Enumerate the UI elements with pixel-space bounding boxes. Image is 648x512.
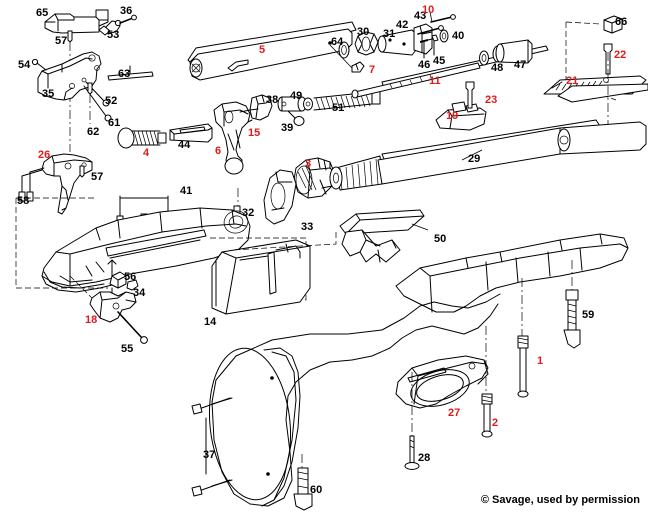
part-callout-61: 61 [108,117,121,129]
part-callout-34: 34 [133,287,146,299]
part-callout-51: 51 [332,102,345,114]
part-callout-42: 42 [396,19,409,31]
part-callout-49: 49 [290,90,303,102]
group-barrel-29 [293,119,647,199]
part-callout-28: 28 [418,452,431,464]
part-callout-21: 21 [566,75,579,87]
part-callout-57: 57 [91,171,104,183]
part-callout-58: 58 [17,195,30,207]
group-trigger-housing [31,9,154,152]
part-callout-19: 19 [446,110,459,122]
part-callout-11: 11 [429,75,441,87]
group-scope-base-21 [543,15,648,130]
part-callout-23: 23 [485,94,498,106]
part-callout-44: 44 [178,139,191,151]
part-callout-1: 1 [537,355,544,367]
part-callout-63: 63 [118,68,131,80]
part-callout-7: 7 [369,64,376,76]
group-trigger [18,153,93,215]
group-receiver-5 [187,11,456,81]
part-callout-4: 4 [143,147,150,159]
group-magazine-14 [210,237,311,315]
group-screws [191,260,581,511]
part-callout-52: 52 [105,95,118,107]
part-callout-31: 31 [383,28,396,40]
part-callout-10: 10 [422,4,435,16]
part-callout-18: 18 [85,314,98,326]
part-callout-66: 66 [615,16,628,28]
part-callout-38: 38 [266,94,279,106]
group-stock [208,233,629,507]
part-callout-39: 39 [281,122,294,134]
part-callout-46: 46 [418,59,431,71]
part-callout-53: 53 [107,29,120,41]
part-callout-5: 5 [259,44,266,56]
part-callout-59: 59 [582,309,595,321]
part-callout-14: 14 [204,316,217,328]
part-callout-32: 32 [242,207,255,219]
part-callout-41: 41 [180,185,193,197]
group-bolt-release-18 [69,259,148,344]
part-callout-33: 33 [301,221,314,233]
part-callout-30: 30 [357,26,370,38]
part-callout-36: 36 [120,5,133,17]
group-bolt-handle-6 [213,94,273,175]
part-callout-47: 47 [514,59,527,71]
part-callout-64: 64 [331,36,344,48]
part-callout-26: 26 [38,149,51,161]
part-callout-48: 48 [491,62,504,74]
part-callout-50: 50 [434,233,447,245]
part-callout-43: 43 [414,10,427,22]
group-sight-19 [435,81,487,131]
part-callout-6: 6 [215,145,222,157]
part-callout-15: 15 [248,127,261,139]
part-callout-29: 29 [468,153,481,165]
part-callout-37: 37 [203,449,216,461]
part-callout-35: 35 [42,88,55,100]
group-action-41 [15,169,297,293]
copyright-notice: © Savage, used by permission [480,494,640,506]
part-callout-54: 54 [18,59,31,71]
part-callout-65: 65 [36,7,49,19]
part-callout-22: 22 [614,49,627,61]
part-callout-55: 55 [121,343,134,355]
group-forend-50 [231,209,429,263]
part-callout-57: 57 [55,35,68,47]
group-plunger-44 [117,123,213,149]
part-callout-45: 45 [433,55,446,67]
part-callout-60: 60 [310,484,323,496]
group-rod-11 [351,39,549,99]
part-callout-56: 56 [124,271,137,283]
part-callout-2: 2 [492,417,499,429]
part-callout-40: 40 [452,30,465,42]
part-callout-27: 27 [448,407,461,419]
part-callout-3: 3 [305,158,312,170]
part-callout-62: 62 [87,126,100,138]
